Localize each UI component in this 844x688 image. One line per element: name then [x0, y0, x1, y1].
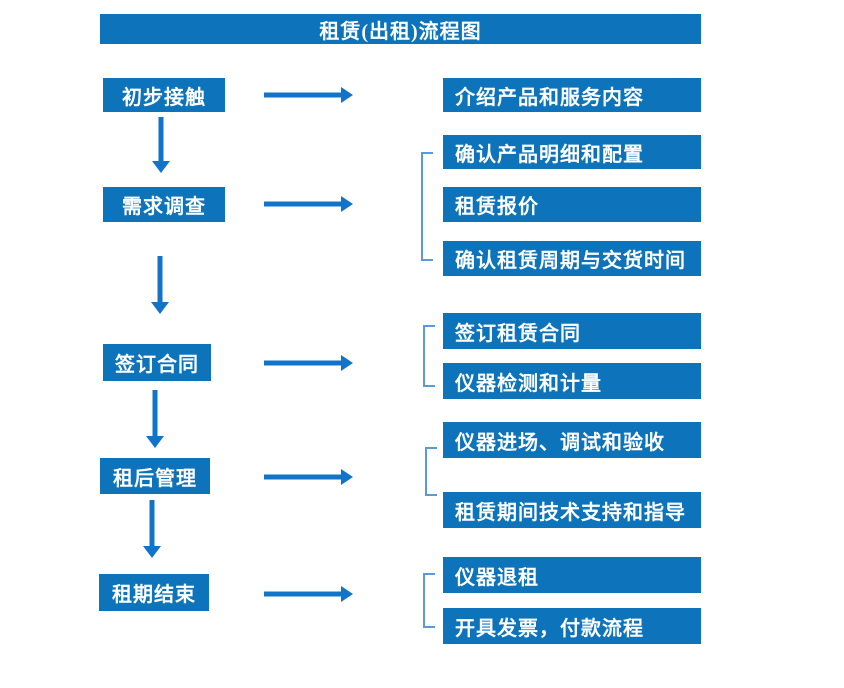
- right-arrow-shaft: [264, 92, 342, 98]
- down-arrow-icon: [151, 117, 171, 173]
- right-arrow-head: [341, 196, 353, 212]
- right-arrow-head: [341, 87, 353, 103]
- flow-detail-instrument-arrival-acceptance: 仪器进场、调试和验收: [443, 422, 701, 458]
- flow-detail-rental-quotation: 租赁报价: [443, 187, 701, 222]
- down-arrow-shaft: [149, 500, 155, 547]
- flow-detail-sign-rental-contract: 签订租赁合同: [443, 313, 701, 349]
- down-arrow-head: [152, 161, 170, 173]
- right-arrow-icon: [264, 195, 353, 213]
- group-bracket-rental-end: [423, 573, 435, 628]
- group-bracket-post-rental-management: [425, 447, 437, 496]
- flow-step-post-rental-management: 租后管理: [100, 458, 210, 494]
- flow-step-demand-survey: 需求调查: [103, 187, 225, 222]
- right-arrow-shaft: [264, 474, 342, 480]
- group-bracket-demand-survey: [421, 152, 433, 261]
- right-arrow-head: [341, 469, 353, 485]
- flow-detail-invoice-payment-process: 开具发票，付款流程: [443, 608, 701, 644]
- down-arrow-shaft: [157, 256, 163, 303]
- down-arrow-shaft: [152, 390, 158, 437]
- right-arrow-shaft: [264, 201, 342, 207]
- right-arrow-head: [341, 586, 353, 602]
- right-arrow-icon: [264, 468, 353, 486]
- down-arrow-icon: [145, 390, 165, 448]
- down-arrow-head: [151, 302, 169, 314]
- flow-detail-instrument-testing-measurement: 仪器检测和计量: [443, 363, 701, 399]
- right-arrow-shaft: [264, 591, 342, 597]
- down-arrow-shaft: [158, 117, 164, 162]
- down-arrow-head: [143, 546, 161, 558]
- flow-step-initial-contact: 初步接触: [103, 78, 225, 112]
- flow-step-sign-contract: 签订合同: [103, 344, 211, 381]
- flow-detail-introduce-products-services: 介绍产品和服务内容: [443, 78, 701, 112]
- down-arrow-icon: [142, 500, 162, 558]
- right-arrow-icon: [264, 585, 353, 603]
- right-arrow-head: [341, 355, 353, 371]
- down-arrow-head: [146, 436, 164, 448]
- flow-detail-rental-tech-support: 租赁期间技术支持和指导: [443, 492, 701, 528]
- right-arrow-icon: [264, 354, 353, 372]
- down-arrow-icon: [150, 256, 170, 314]
- page-title: 租赁(出租)流程图: [100, 14, 701, 44]
- flow-detail-confirm-period-delivery: 确认租赁周期与交货时间: [443, 241, 701, 276]
- flow-detail-instrument-return: 仪器退租: [443, 557, 701, 593]
- group-bracket-sign-contract: [423, 325, 435, 387]
- right-arrow-icon: [264, 86, 353, 104]
- right-arrow-shaft: [264, 360, 342, 366]
- flow-detail-confirm-product-config: 确认产品明细和配置: [443, 135, 701, 169]
- flow-step-rental-end: 租期结束: [99, 574, 209, 611]
